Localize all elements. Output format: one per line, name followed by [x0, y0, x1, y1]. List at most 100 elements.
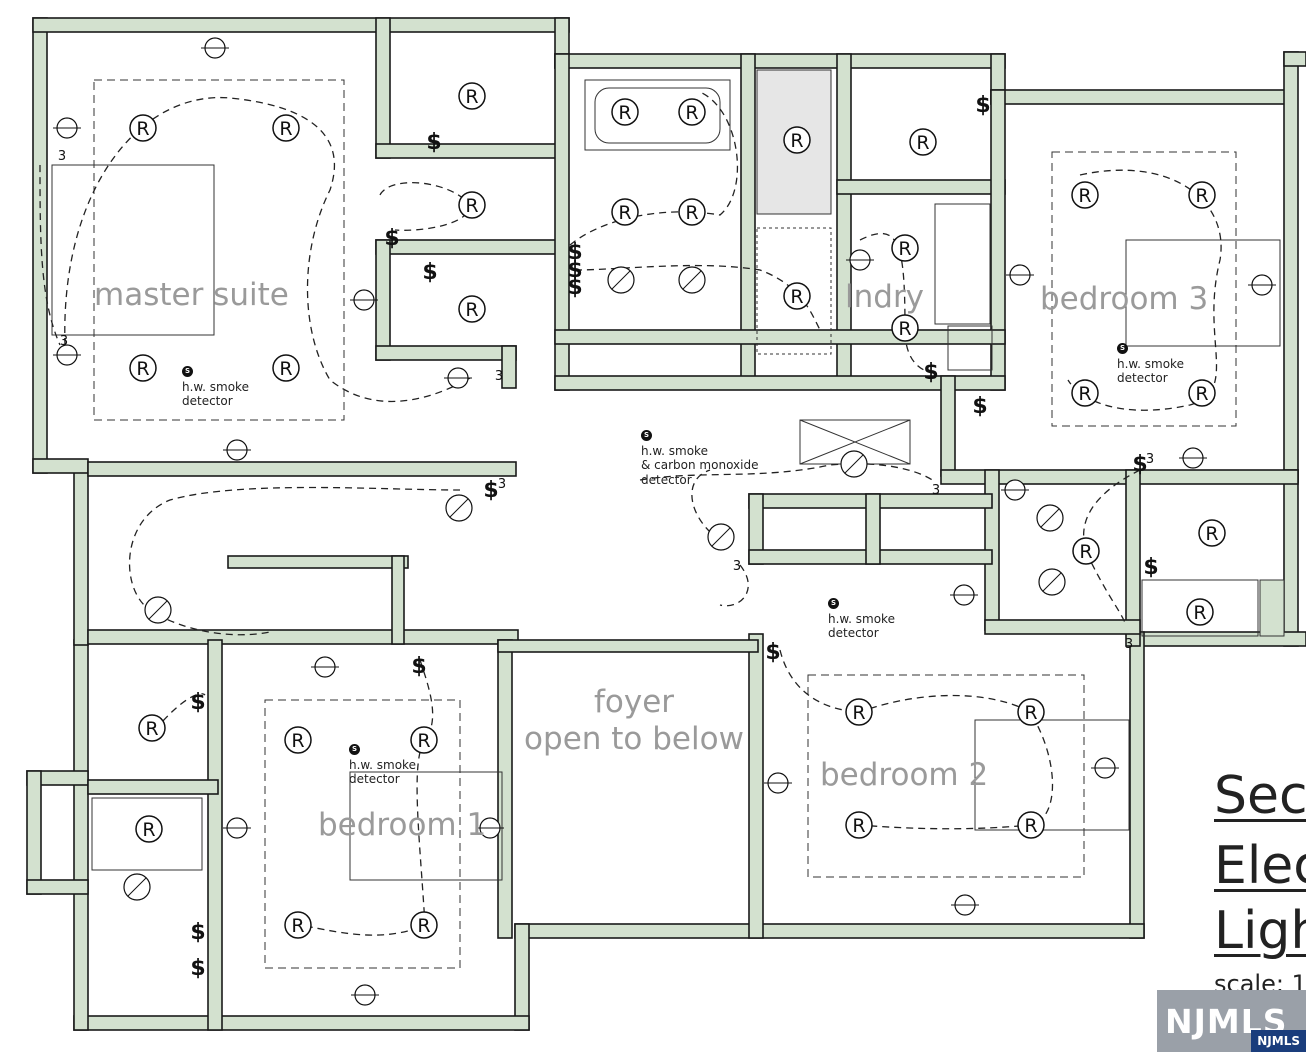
exhaust-fan-slash: [844, 454, 864, 474]
recessed-light-icon: [1071, 379, 1099, 407]
three-way-switch-marker: 3: [60, 334, 68, 349]
recessed-light-icon: [1071, 181, 1099, 209]
light-switch-icon: $: [975, 93, 990, 118]
walls: [26, 17, 1306, 1031]
recessed-light-label: R: [136, 358, 149, 380]
detector-label: detector: [828, 626, 879, 641]
smoke-detector-bedroom-3: S h.w. smoke detector: [1117, 343, 1184, 386]
room-label-bedroom-3: bedroom 3: [1040, 281, 1209, 317]
recessed-light-label: R: [1195, 383, 1208, 405]
detector-label: detector: [641, 472, 692, 487]
recessed-light-label: R: [1079, 541, 1092, 563]
exhaust-fan-slash: [611, 270, 631, 290]
njmls-logo: NJMLS NJMLS: [1157, 990, 1306, 1052]
recessed-light-icon: [1198, 519, 1226, 547]
plan-title-line-2: Elec: [1214, 836, 1306, 896]
recessed-light-label: R: [1024, 702, 1037, 724]
recessed-light-icon: [783, 282, 811, 310]
exhaust-fan-slash: [1042, 572, 1062, 592]
recessed-light-label: R: [417, 730, 430, 752]
three-way-switch-marker: 3: [58, 149, 66, 164]
recessed-light-icon: [909, 128, 937, 156]
recessed-light-icon: [458, 191, 486, 219]
recessed-light-label: R: [1078, 383, 1091, 405]
recessed-light-icon: [891, 234, 919, 262]
detector-label: detector: [349, 772, 400, 787]
detector-label: h.w. smoke: [641, 444, 708, 458]
recessed-light-icon: [1188, 379, 1216, 407]
fixtures: [51, 69, 1285, 969]
detector-label: h.w. smoke: [1117, 357, 1184, 371]
light-switch-icon: $: [765, 640, 780, 665]
detector-label: detector: [182, 394, 233, 409]
foyer-subtitle: open to below: [524, 721, 744, 758]
recessed-light-label: R: [685, 102, 698, 124]
recessed-light-label: R: [279, 358, 292, 380]
recessed-light-label: R: [1193, 602, 1206, 624]
recessed-light-icon: [1017, 811, 1045, 839]
smoke-detector-bedroom-1: S h.w. smoke detector: [349, 744, 416, 787]
recessed-light-label: R: [291, 730, 304, 752]
recessed-light-icon: [611, 98, 639, 126]
recessed-light-icon: [138, 714, 166, 742]
foyer-title: foyer: [593, 684, 675, 720]
exhaust-fan-slash: [449, 498, 469, 518]
recessed-light-icon: [611, 198, 639, 226]
recessed-light-label: R: [618, 202, 631, 224]
detector-label: h.w. smoke: [349, 758, 416, 772]
recessed-light-icon: [678, 198, 706, 226]
recessed-light-label: R: [465, 86, 478, 108]
light-switch-icon: $: [1132, 452, 1147, 477]
recessed-light-icon: [458, 295, 486, 323]
room-label-master-suite: master suite: [94, 277, 289, 313]
recessed-light-label: R: [417, 915, 430, 937]
room-label-bedroom-1: bedroom 1: [318, 807, 487, 843]
recessed-light-icon: [891, 314, 919, 342]
logo-badge: NJMLS: [1251, 1030, 1306, 1052]
recessed-light-label: R: [790, 130, 803, 152]
smoke-co-detector-hall: S h.w. smoke & carbon monoxide detector: [641, 430, 758, 487]
exhaust-fan-slash: [127, 877, 147, 897]
detector-label: detector: [1117, 371, 1168, 386]
recessed-light-label: R: [1205, 523, 1218, 545]
recessed-light-label: R: [852, 702, 865, 724]
exhaust-fan-slash: [148, 600, 168, 620]
smoke-detector-icon: S: [349, 744, 360, 755]
recessed-light-label: R: [852, 815, 865, 837]
light-switch-icon: $: [190, 690, 205, 715]
light-switch-icon: $: [567, 258, 582, 283]
recessed-light-label: R: [1078, 185, 1091, 207]
recessed-light-icon: [1017, 698, 1045, 726]
recessed-light-icon: [845, 811, 873, 839]
recessed-light-icon: [678, 98, 706, 126]
light-switch-icon: $: [411, 654, 426, 679]
recessed-light-label: R: [291, 915, 304, 937]
recessed-light-icon: [410, 911, 438, 939]
three-way-switch-marker: 3: [1146, 452, 1154, 467]
smoke-detector-icon: S: [1117, 343, 1128, 354]
light-switch-icon: $: [426, 130, 441, 155]
smoke-detector-icon: S: [182, 366, 193, 377]
recessed-light-icon: [135, 815, 163, 843]
smoke-detector-master: S h.w. smoke detector: [182, 366, 249, 409]
recessed-light-icon: [284, 911, 312, 939]
detector-label: h.w. smoke: [828, 612, 895, 626]
three-way-switch-marker: 3: [495, 369, 503, 384]
plan-title-line-1: Sec: [1214, 766, 1306, 826]
recessed-light-label: R: [1195, 185, 1208, 207]
recessed-light-icon: [272, 354, 300, 382]
recessed-light-label: R: [898, 318, 911, 340]
light-switch-icon: $: [483, 478, 498, 503]
recessed-light-label: R: [916, 132, 929, 154]
recessed-light-icon: [1072, 537, 1100, 565]
light-switch-icon: $: [923, 360, 938, 385]
room-label-bedroom-2: bedroom 2: [820, 757, 989, 793]
three-way-switch-marker: 3: [733, 559, 741, 574]
recessed-light-label: R: [1024, 815, 1037, 837]
detector-label: h.w. smoke: [182, 380, 249, 394]
exhaust-fan-slash: [711, 527, 731, 547]
exhaust-fan-slash: [682, 270, 702, 290]
light-switch-icon: $: [1143, 555, 1158, 580]
